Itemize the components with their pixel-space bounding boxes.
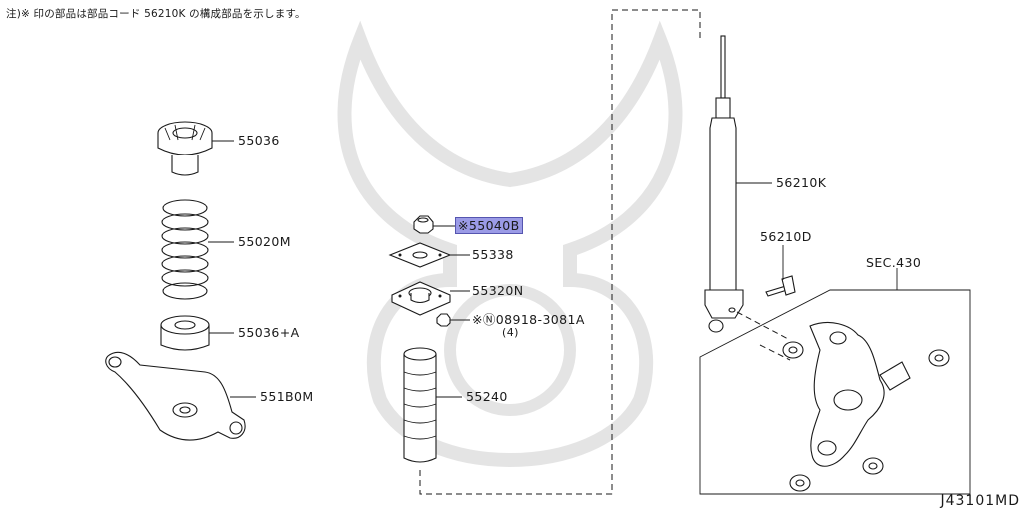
part-55036A-lower-seat[interactable] bbox=[160, 315, 210, 351]
label-55240[interactable]: 55240 bbox=[466, 389, 508, 404]
part-55338-plate[interactable] bbox=[388, 242, 452, 268]
sec430-knuckle-section[interactable] bbox=[699, 289, 971, 495]
part-55240-bump-boot[interactable] bbox=[403, 347, 437, 463]
bushing-2[interactable] bbox=[928, 349, 950, 367]
label-56210K[interactable]: 56210K bbox=[776, 175, 827, 190]
note-text: 注)※ 印の部品は部品コード 56210K の構成部品を示します。 bbox=[6, 8, 306, 20]
label-55320N[interactable]: 55320N bbox=[472, 283, 524, 298]
part-55320N-mount[interactable] bbox=[391, 281, 451, 316]
label-55040B-highlight[interactable]: ※55040B bbox=[455, 217, 523, 234]
part-56210D-bolt[interactable] bbox=[765, 275, 796, 297]
label-55338[interactable]: 55338 bbox=[472, 247, 514, 262]
label-sec430[interactable]: SEC.430 bbox=[866, 255, 922, 270]
part-55036-spring-seat[interactable] bbox=[157, 121, 213, 176]
label-55036[interactable]: 55036 bbox=[238, 133, 280, 148]
label-55036A[interactable]: 55036+A bbox=[238, 325, 300, 340]
assembly-boundary bbox=[419, 9, 701, 495]
bushing-4[interactable] bbox=[789, 474, 811, 492]
bushing-1[interactable] bbox=[782, 341, 804, 359]
bushing-3[interactable] bbox=[862, 457, 884, 475]
label-56210D[interactable]: 56210D bbox=[760, 229, 812, 244]
part-56210K-shock-absorber[interactable] bbox=[704, 35, 744, 333]
label-08918-qty: (4) bbox=[502, 326, 519, 339]
part-08918-nut[interactable] bbox=[436, 313, 451, 327]
diagram-code: J43101MD bbox=[940, 493, 1020, 509]
label-08918-3081A[interactable]: ※Ⓝ08918-3081A bbox=[472, 312, 585, 327]
label-55040B[interactable]: ※55040B bbox=[455, 217, 523, 234]
part-55020M-coil-spring[interactable] bbox=[161, 199, 209, 300]
part-551B0M-lower-arm[interactable] bbox=[105, 351, 246, 441]
label-55020M[interactable]: 55020M bbox=[238, 234, 291, 249]
part-55040B-nut[interactable] bbox=[413, 215, 434, 234]
label-551B0M[interactable]: 551B0M bbox=[260, 389, 314, 404]
